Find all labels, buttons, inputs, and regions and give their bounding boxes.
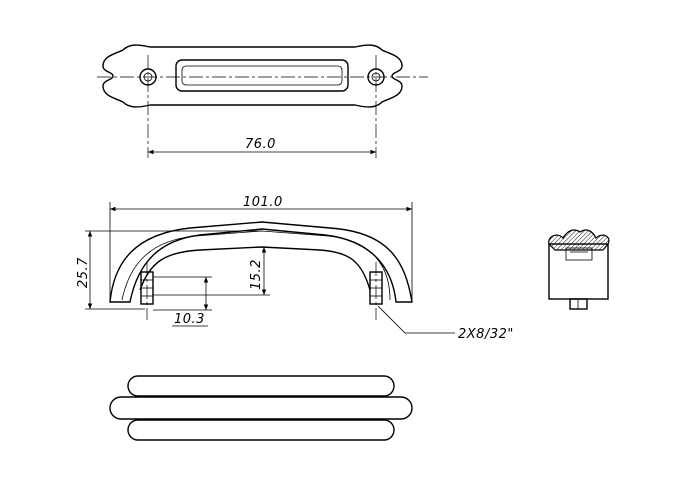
bottom-view-middle-bar xyxy=(109,396,413,420)
end-view-channel xyxy=(565,247,593,261)
bottom-view-bottom-bar xyxy=(127,419,395,441)
bottom-view-top-bar xyxy=(127,375,395,397)
top-view-slot-outer xyxy=(175,59,349,92)
overall-length-label: 101.0 xyxy=(243,195,283,210)
post-offset-label: 10.3 xyxy=(174,312,205,327)
side-view: 101.0 25.7 15.2 10.3 xyxy=(76,195,514,342)
top-view-slot-inner xyxy=(181,65,343,86)
handle-underside xyxy=(139,246,371,291)
top-view: 76.0 xyxy=(97,44,428,158)
bottom-view xyxy=(109,375,413,441)
overall-height-label: 25.7 xyxy=(76,257,91,288)
screw-spec-label: 2X8/32" xyxy=(458,327,514,342)
handle-arch-outer xyxy=(109,221,413,303)
end-view-section-hatch xyxy=(548,229,610,251)
end-view-post xyxy=(569,298,588,310)
top-view-outline xyxy=(102,44,403,108)
screw-spec-leader xyxy=(377,305,455,334)
end-view xyxy=(548,229,610,310)
clearance-height-label: 15.2 xyxy=(249,259,264,290)
hole-spacing-label: 76.0 xyxy=(245,137,276,152)
